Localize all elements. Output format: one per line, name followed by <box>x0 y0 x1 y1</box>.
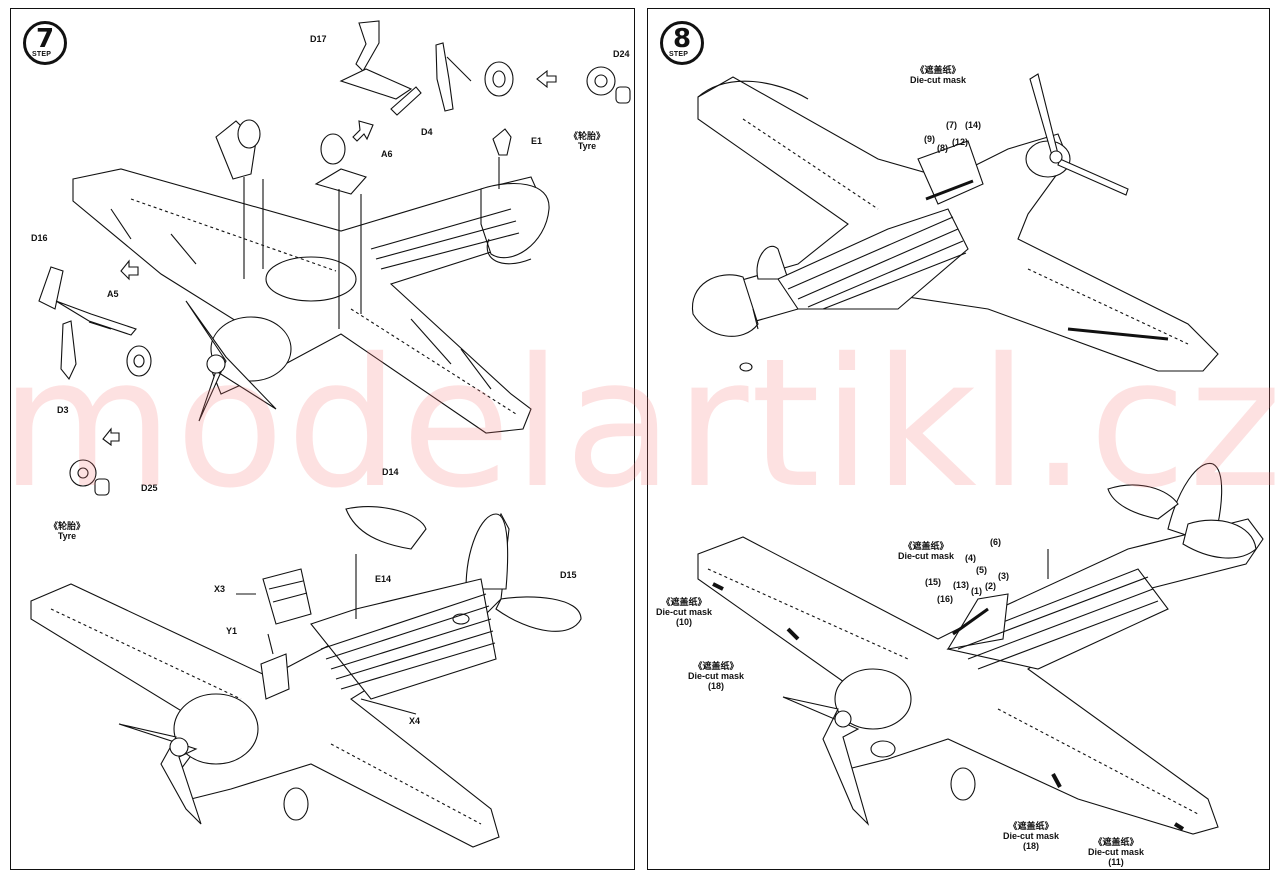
step-8-panel: 8 STEP 《遮盖纸》 Die-cut mask (9) (8) (7) (1… <box>647 8 1270 870</box>
mask-number-18: (18) <box>708 681 725 691</box>
tyre-label-cn: 《轮胎》 <box>569 131 606 141</box>
step-word: STEP <box>32 51 52 58</box>
mask-label-left-10: 《遮盖纸》 Die-cut mask (10) <box>656 597 712 627</box>
mask-number-12: (12) <box>952 137 969 147</box>
mask-label-en: Die-cut mask <box>688 671 745 681</box>
mask-number-10: (10) <box>676 617 693 627</box>
mask-label-cn: 《遮盖纸》 <box>661 597 707 607</box>
part-label-d24: D24 <box>613 49 630 59</box>
tyre-label-en: Tyre <box>577 141 597 151</box>
mask-number-18: (18) <box>1023 841 1040 851</box>
mask-label-cn: 《遮盖纸》 <box>1008 821 1054 831</box>
mask-number-4: (4) <box>965 553 976 563</box>
mask-number-2: (2) <box>985 581 996 591</box>
mask-label-cn: 《遮盖纸》 <box>915 65 961 75</box>
mask-label-middle: 《遮盖纸》 Die-cut mask <box>898 541 954 561</box>
mask-number-14: (14) <box>965 120 982 130</box>
mask-label-en: Die-cut mask <box>1088 847 1145 857</box>
mask-number-13: (13) <box>953 580 970 590</box>
part-label-d4: D4 <box>421 127 433 137</box>
part-label-a6: A6 <box>381 149 393 159</box>
step-8-drawing <box>691 73 1264 835</box>
step-8-badge: 8 STEP <box>660 21 704 65</box>
step-number: 8 <box>672 24 692 54</box>
landing-gear-parts <box>38 20 631 496</box>
tyre-label-cn: 《轮胎》 <box>49 521 86 531</box>
mask-label-cn: 《遮盖纸》 <box>1093 837 1139 847</box>
part-label-d17: D17 <box>310 34 327 44</box>
tyre-label-en: Tyre <box>57 531 77 541</box>
tyre-label-lower: 《轮胎》 Tyre <box>49 521 85 541</box>
mask-number-1: (1) <box>971 586 982 596</box>
tyre-label-upper: 《轮胎》 Tyre <box>569 131 605 151</box>
part-label-d25: D25 <box>141 483 158 493</box>
part-label-d15: D15 <box>560 570 577 580</box>
step-7-badge: 7 STEP <box>23 21 67 65</box>
step-number: 7 <box>35 24 55 54</box>
part-label-x3: X3 <box>214 584 226 594</box>
part-label-y1: Y1 <box>226 626 238 636</box>
mask-label-cn: 《遮盖纸》 <box>693 661 739 671</box>
mask-number-7: (7) <box>946 120 957 130</box>
mask-label-left-18: 《遮盖纸》 Die-cut mask (18) <box>688 661 744 691</box>
step-7-panel: 7 STEP D17 D24 E1 A6 D4 《轮胎》 Tyre D16 A5… <box>10 8 635 870</box>
part-label-e14: E14 <box>375 574 392 584</box>
step-word: STEP <box>669 51 689 58</box>
mask-number-16: (16) <box>937 594 954 604</box>
mask-label-en: Die-cut mask <box>910 75 967 85</box>
part-label-e1: E1 <box>531 136 543 146</box>
step-7-drawing <box>30 20 631 848</box>
mask-label-en: Die-cut mask <box>656 607 713 617</box>
part-label-x4: X4 <box>409 716 421 726</box>
mask-number-3: (3) <box>998 571 1009 581</box>
mask-number-11: (11) <box>1108 857 1124 867</box>
part-label-d14: D14 <box>382 467 399 477</box>
mask-number-15: (15) <box>925 577 942 587</box>
mask-label-top: 《遮盖纸》 Die-cut mask <box>910 65 966 85</box>
mask-label-cn: 《遮盖纸》 <box>903 541 949 551</box>
part-label-d3: D3 <box>57 405 69 415</box>
part-label-d16: D16 <box>31 233 48 243</box>
aircraft-upper-drawing <box>691 73 1219 372</box>
aircraft-underside-drawing <box>72 168 550 434</box>
mask-label-bottom-18: 《遮盖纸》 Die-cut mask (18) <box>1003 821 1059 851</box>
part-label-a5: A5 <box>107 289 119 299</box>
mask-number-5: (5) <box>976 565 987 575</box>
direction-arrows <box>102 69 557 447</box>
mask-number-6: (6) <box>990 537 1001 547</box>
aircraft-lower-drawing <box>697 462 1264 835</box>
mask-label-en: Die-cut mask <box>898 551 955 561</box>
mask-label-bottom-11: 《遮盖纸》 Die-cut mask (11) <box>1088 837 1144 867</box>
mask-number-9: (9) <box>924 134 935 144</box>
aircraft-topside-drawing <box>30 506 582 848</box>
mask-label-en: Die-cut mask <box>1003 831 1060 841</box>
mask-number-8: (8) <box>937 143 948 153</box>
